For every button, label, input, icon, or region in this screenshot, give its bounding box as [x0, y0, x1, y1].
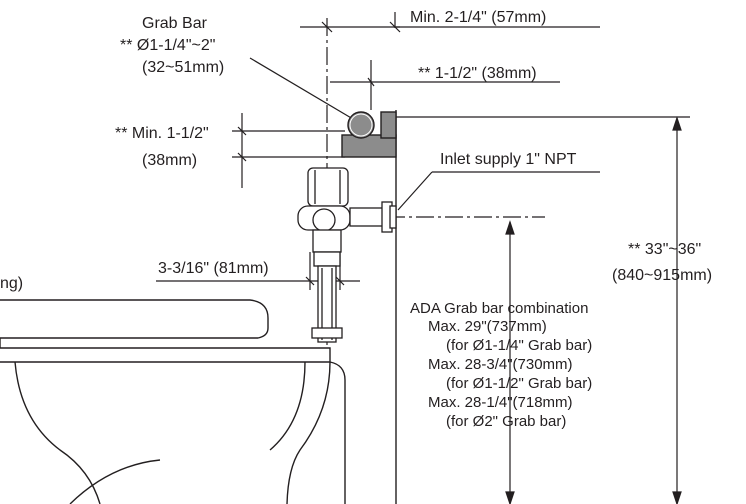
- ada-line-3: Max. 28-3/4"(730mm): [428, 356, 573, 373]
- min-below-bar-mm: (38mm): [142, 152, 198, 169]
- cut-label-fragment: ng): [0, 275, 24, 292]
- ada-line-2: (for Ø1-1/4" Grab bar): [446, 337, 593, 354]
- flush-valve-offset: 3-3/16" (81mm): [158, 260, 269, 277]
- grab-bar-leader: [249, 57, 359, 123]
- ada-line-1: Max. 29"(737mm): [428, 318, 547, 335]
- inlet-leader: [397, 171, 433, 211]
- ada-line-6: (for Ø2" Grab bar): [446, 413, 567, 430]
- bar-to-wall-distance: ** 1-1/2" (38mm): [418, 65, 537, 82]
- flush-valve: [297, 167, 397, 343]
- min-wall-clearance: Min. 2-1/4" (57mm): [410, 9, 547, 26]
- inlet-supply-label: Inlet supply 1" NPT: [440, 151, 577, 168]
- min-below-bar: ** Min. 1-1/2": [115, 125, 209, 142]
- ada-line-4: (for Ø1-1/2" Grab bar): [446, 375, 593, 392]
- ada-line-5: Max. 28-1/4"(718mm): [428, 394, 573, 411]
- toilet-bowl: [0, 299, 346, 504]
- grab-bar: [341, 111, 397, 158]
- grab-bar-title: Grab Bar: [142, 15, 207, 32]
- height-range-mm: (840~915mm): [612, 267, 713, 284]
- grab-bar-diameter: ** Ø1-1/4"~2": [120, 37, 216, 54]
- ada-title: ADA Grab bar combination: [410, 300, 589, 317]
- height-range: ** 33"~36": [628, 241, 702, 258]
- grab-bar-diameter-mm: (32~51mm): [142, 59, 225, 76]
